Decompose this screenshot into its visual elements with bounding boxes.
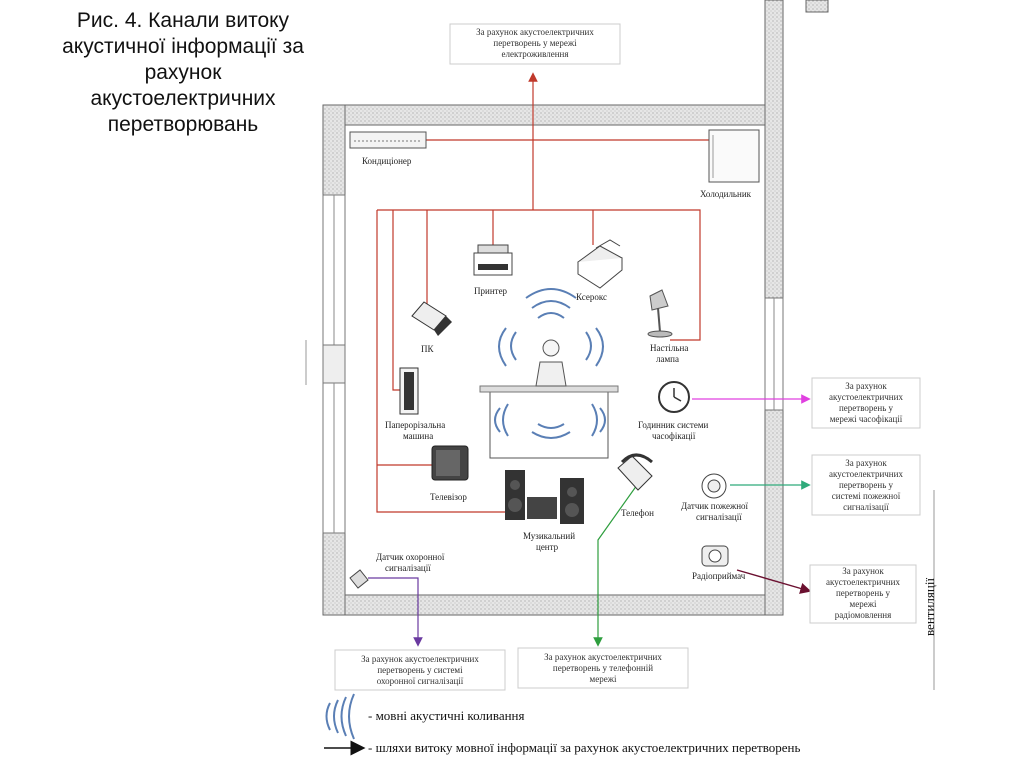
phone-channel-line-1: За рахунок акустоелектричних xyxy=(544,652,662,662)
tv-icon xyxy=(431,445,469,481)
clock-label-line-1: Годинник системи xyxy=(638,420,709,430)
shredder-label-line-2: машина xyxy=(403,431,433,441)
fire-channel-line-2: акустоелектричних xyxy=(829,469,903,479)
security-channel-line-1: За рахунок акустоелектричних xyxy=(361,654,479,664)
phone-leak-arrow xyxy=(593,484,638,647)
clock-channel-line-4: мережі часофікації xyxy=(830,414,903,424)
figure-title: Рис. 4. Канали витоку акустичної інформа… xyxy=(18,8,348,138)
power-wiring xyxy=(376,139,709,513)
power-channel-line-2: перетворень у мережі xyxy=(493,38,577,48)
radio-channel-line-2: акустоелектричних xyxy=(826,577,900,587)
fire-channel-line-5: сигналізації xyxy=(843,502,889,512)
speech-waves xyxy=(494,288,606,439)
phone-channel-line-2: перетворень у телефонній xyxy=(553,663,653,673)
title-line-2: акустичної інформації за xyxy=(62,35,304,58)
radio-channel-line-5: радіомовлення xyxy=(835,610,892,620)
security-sensor-label-line-2: сигналізації xyxy=(385,563,431,573)
shredder-icon xyxy=(399,367,419,415)
fire-channel-line-1: За рахунок xyxy=(845,458,887,468)
fire-alarm-channel-box: За рахунок акустоелектричних перетворень… xyxy=(811,454,921,516)
security-leak-arrow xyxy=(368,577,423,647)
ventilation-label: вентиляції xyxy=(922,578,937,636)
lamp-icon xyxy=(647,289,673,338)
power-channel-line-3: електроживлення xyxy=(502,49,569,59)
title-line-1: Рис. 4. Канали витоку xyxy=(76,9,290,32)
conditioner-icon xyxy=(349,131,427,149)
legend-arrow-label: - шляхи витоку мовної інформації за раху… xyxy=(368,740,800,755)
radio-channel-line-4: мережі xyxy=(850,599,877,609)
power-channel-line-1: За рахунок акустоелектричних xyxy=(476,27,594,37)
power-channel-box: За рахунок акустоелектричних перетворень… xyxy=(449,23,621,65)
title-line-4: акустоелектричних xyxy=(90,87,276,110)
radio-leak-arrow xyxy=(736,569,812,594)
speaker-at-desk xyxy=(479,339,619,459)
clock-icon xyxy=(658,381,690,413)
fire-sensor-label-line-2: сигналізації xyxy=(696,512,742,522)
fridge-icon xyxy=(708,129,760,183)
radio-label: Радіоприймач xyxy=(692,571,746,581)
conditioner-label: Кондиціонер xyxy=(362,156,412,166)
fire-sensor-icon xyxy=(701,473,727,499)
printer-label: Принтер xyxy=(474,286,508,296)
security-channel-box: За рахунок акустоелектричних перетворень… xyxy=(334,649,506,691)
legend-waves-label: - мовні акустичні коливання xyxy=(368,708,525,723)
legend: - мовні акустичні коливання - шляхи вито… xyxy=(324,693,800,756)
phone-channel-line-3: мережі xyxy=(590,674,617,684)
radio-channel-line-1: За рахунок xyxy=(842,566,884,576)
pc-icon xyxy=(411,301,452,336)
music-label-line-2: центр xyxy=(536,542,559,552)
fridge-label: Холодильник xyxy=(700,189,752,199)
xerox-label: Ксерокс xyxy=(576,292,607,302)
radio-channel-box: За рахунок акустоелектричних перетворень… xyxy=(809,564,917,624)
tv-label: Телевізор xyxy=(430,492,467,502)
title-line-5: перетворювань xyxy=(107,113,259,136)
clock-channel-box: За рахунок акустоелектричних перетворень… xyxy=(811,377,921,429)
fire-channel-line-4: системі пожежної xyxy=(832,491,901,501)
security-channel-line-3: охоронної сигналізації xyxy=(377,676,464,686)
clock-channel-line-1: За рахунок xyxy=(845,381,887,391)
printer-icon xyxy=(473,244,513,276)
pc-label: ПК xyxy=(421,344,434,354)
security-sensor-icon xyxy=(349,569,369,589)
clock-channel-line-3: перетворень у xyxy=(839,403,894,413)
title-line-3: рахунок xyxy=(144,61,222,84)
security-channel-line-2: перетворень у системі xyxy=(377,665,463,675)
radio-icon xyxy=(701,545,729,567)
phone-channel-box: За рахунок акустоелектричних перетворень… xyxy=(517,647,689,689)
lamp-label-line-1: Настільна xyxy=(650,343,688,353)
lamp-label-line-2: лампа xyxy=(656,354,679,364)
fire-sensor-label-line-1: Датчик пожежної xyxy=(681,501,749,511)
security-sensor-label-line-1: Датчик охоронної xyxy=(376,552,445,562)
music-label-line-1: Музикальний xyxy=(523,531,575,541)
phone-label: Телефон xyxy=(621,508,654,518)
shredder-label-line-1: Паперорізальна xyxy=(385,420,445,430)
fire-channel-line-3: перетворень у xyxy=(839,480,894,490)
legend-waves-icon xyxy=(325,693,355,740)
music-center-icon xyxy=(505,470,584,524)
xerox-icon xyxy=(577,239,623,289)
clock-channel-line-2: акустоелектричних xyxy=(829,392,903,402)
clock-label-line-2: часофікації xyxy=(652,431,696,441)
room-walls xyxy=(305,0,935,690)
phone-icon xyxy=(617,453,653,491)
radio-channel-line-3: перетворень у xyxy=(836,588,891,598)
